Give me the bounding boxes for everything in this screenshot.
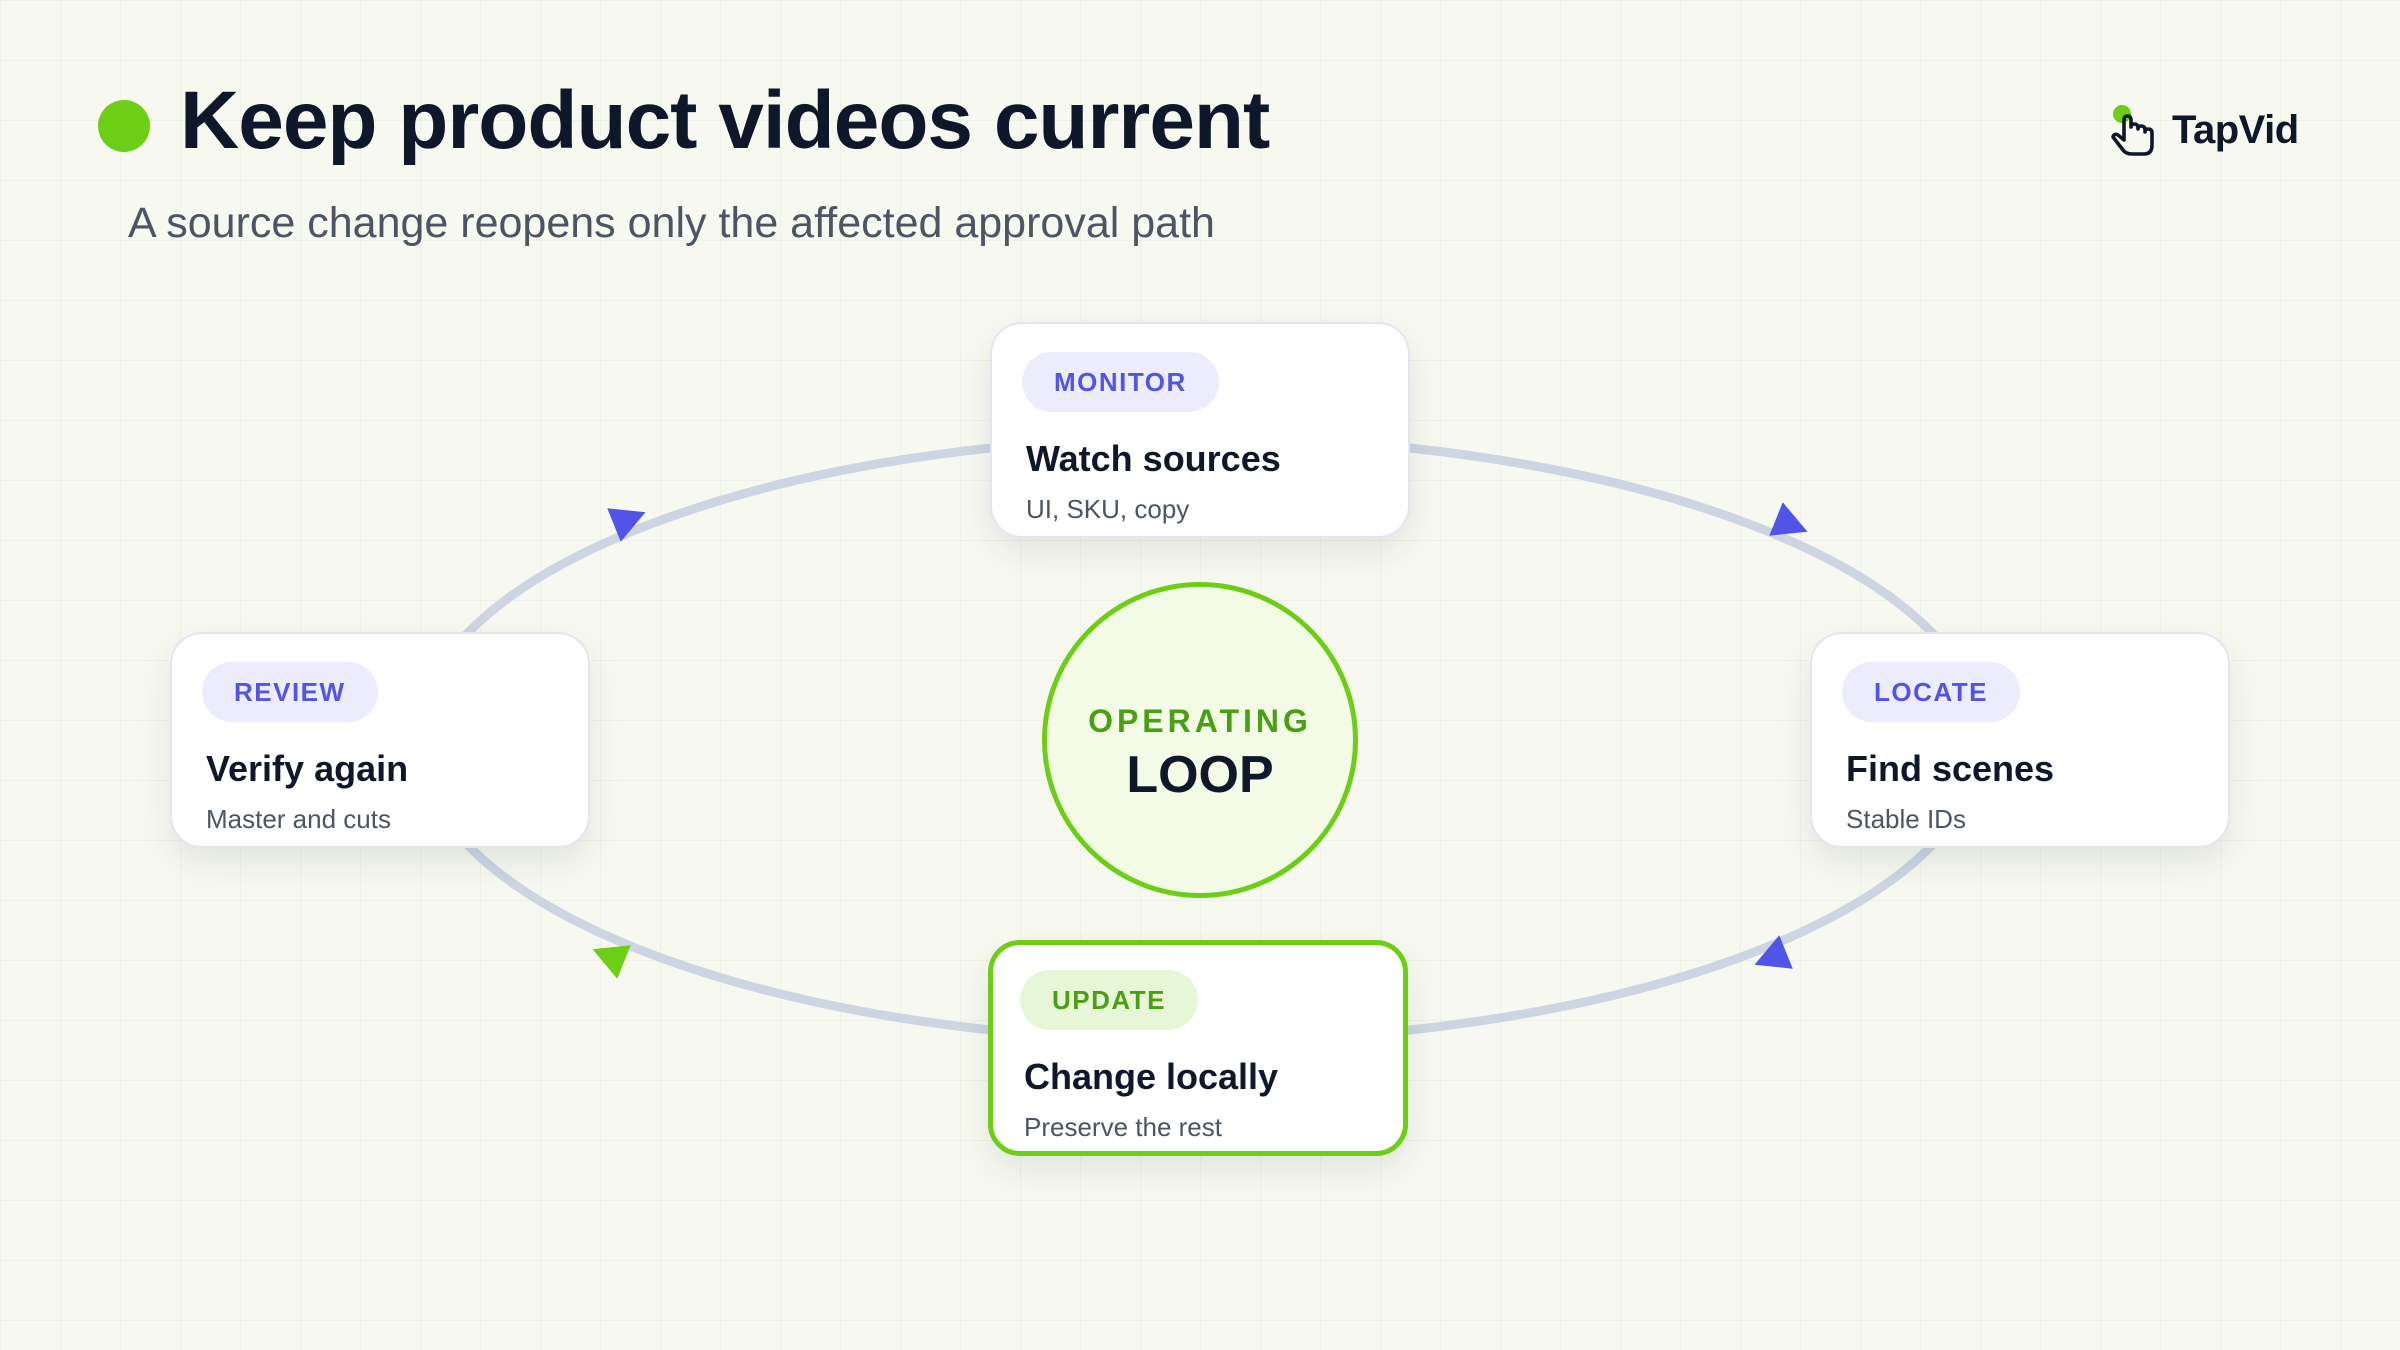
step-card-update: UPDATE Change locally Preserve the rest: [988, 940, 1408, 1156]
pointer-hand-icon: [2111, 105, 2154, 156]
step-title: Find scenes: [1846, 748, 2055, 789]
title-accent-dot: [98, 100, 150, 152]
brand-name: TapVid: [2172, 107, 2299, 152]
step-title: Change locally: [1024, 1056, 1279, 1097]
step-card-locate: LOCATE Find scenes Stable IDs: [1810, 632, 2230, 848]
operating-loop-center: OPERATING LOOP: [1042, 582, 1358, 898]
arrow-monitor-to-locate: [1769, 502, 1808, 536]
step-detail: Stable IDs: [1846, 804, 1966, 834]
step-card-monitor: MONITOR Watch sources UI, SKU, copy: [990, 322, 1410, 538]
page-title: Keep product videos current: [180, 75, 1270, 166]
step-tag: REVIEW: [202, 662, 378, 722]
step-detail: Master and cuts: [206, 804, 391, 834]
arrow-review-to-monitor: [607, 508, 646, 542]
center-label: LOOP: [1126, 746, 1274, 804]
arrow-update-to-review: [592, 945, 631, 979]
step-detail: Preserve the rest: [1024, 1112, 1222, 1142]
step-detail: UI, SKU, copy: [1026, 494, 1190, 524]
step-card-review: REVIEW Verify again Master and cuts: [170, 632, 590, 848]
center-kicker: OPERATING: [1088, 703, 1312, 739]
step-tag: UPDATE: [1020, 970, 1198, 1030]
step-title: Watch sources: [1026, 438, 1281, 479]
step-tag: LOCATE: [1842, 662, 2020, 722]
arrow-locate-to-update: [1754, 935, 1793, 969]
brand-logo: TapVid: [2104, 100, 2299, 160]
step-title: Verify again: [206, 748, 409, 789]
page-subtitle: A source change reopens only the affecte…: [128, 199, 1215, 247]
step-tag: MONITOR: [1022, 352, 1219, 412]
